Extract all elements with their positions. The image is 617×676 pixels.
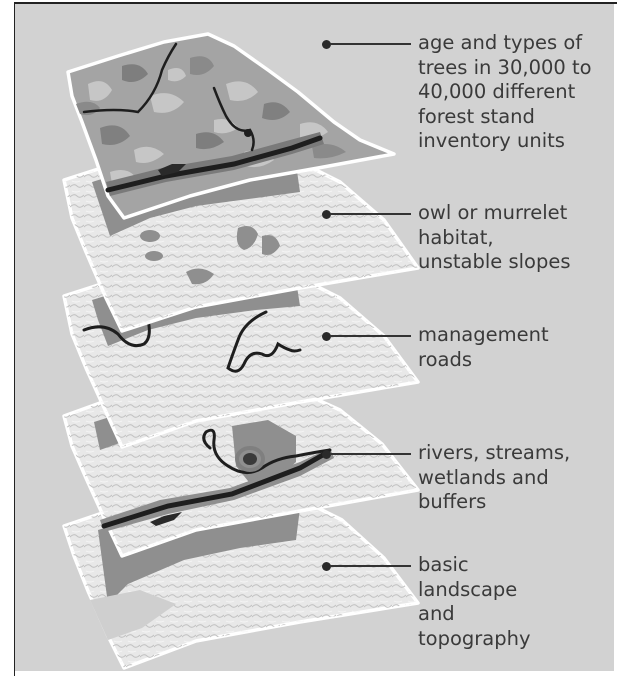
callout-leader-roads	[330, 335, 411, 337]
callout-leader-habitat	[330, 213, 411, 215]
label-hydrology: rivers, streams, wetlands and buffers	[418, 441, 617, 515]
callout-leader-hydrology	[330, 453, 411, 455]
label-roads: management roads	[418, 323, 617, 372]
label-habitat: owl or murrelet habitat, unstable slopes	[418, 201, 617, 275]
callout-leader-forest-stands	[330, 43, 411, 45]
label-landscape: basic landscape and topography	[418, 553, 617, 651]
label-forest-stands: age and types of trees in 30,000 to 40,0…	[418, 31, 617, 154]
callout-leader-landscape	[330, 565, 411, 567]
